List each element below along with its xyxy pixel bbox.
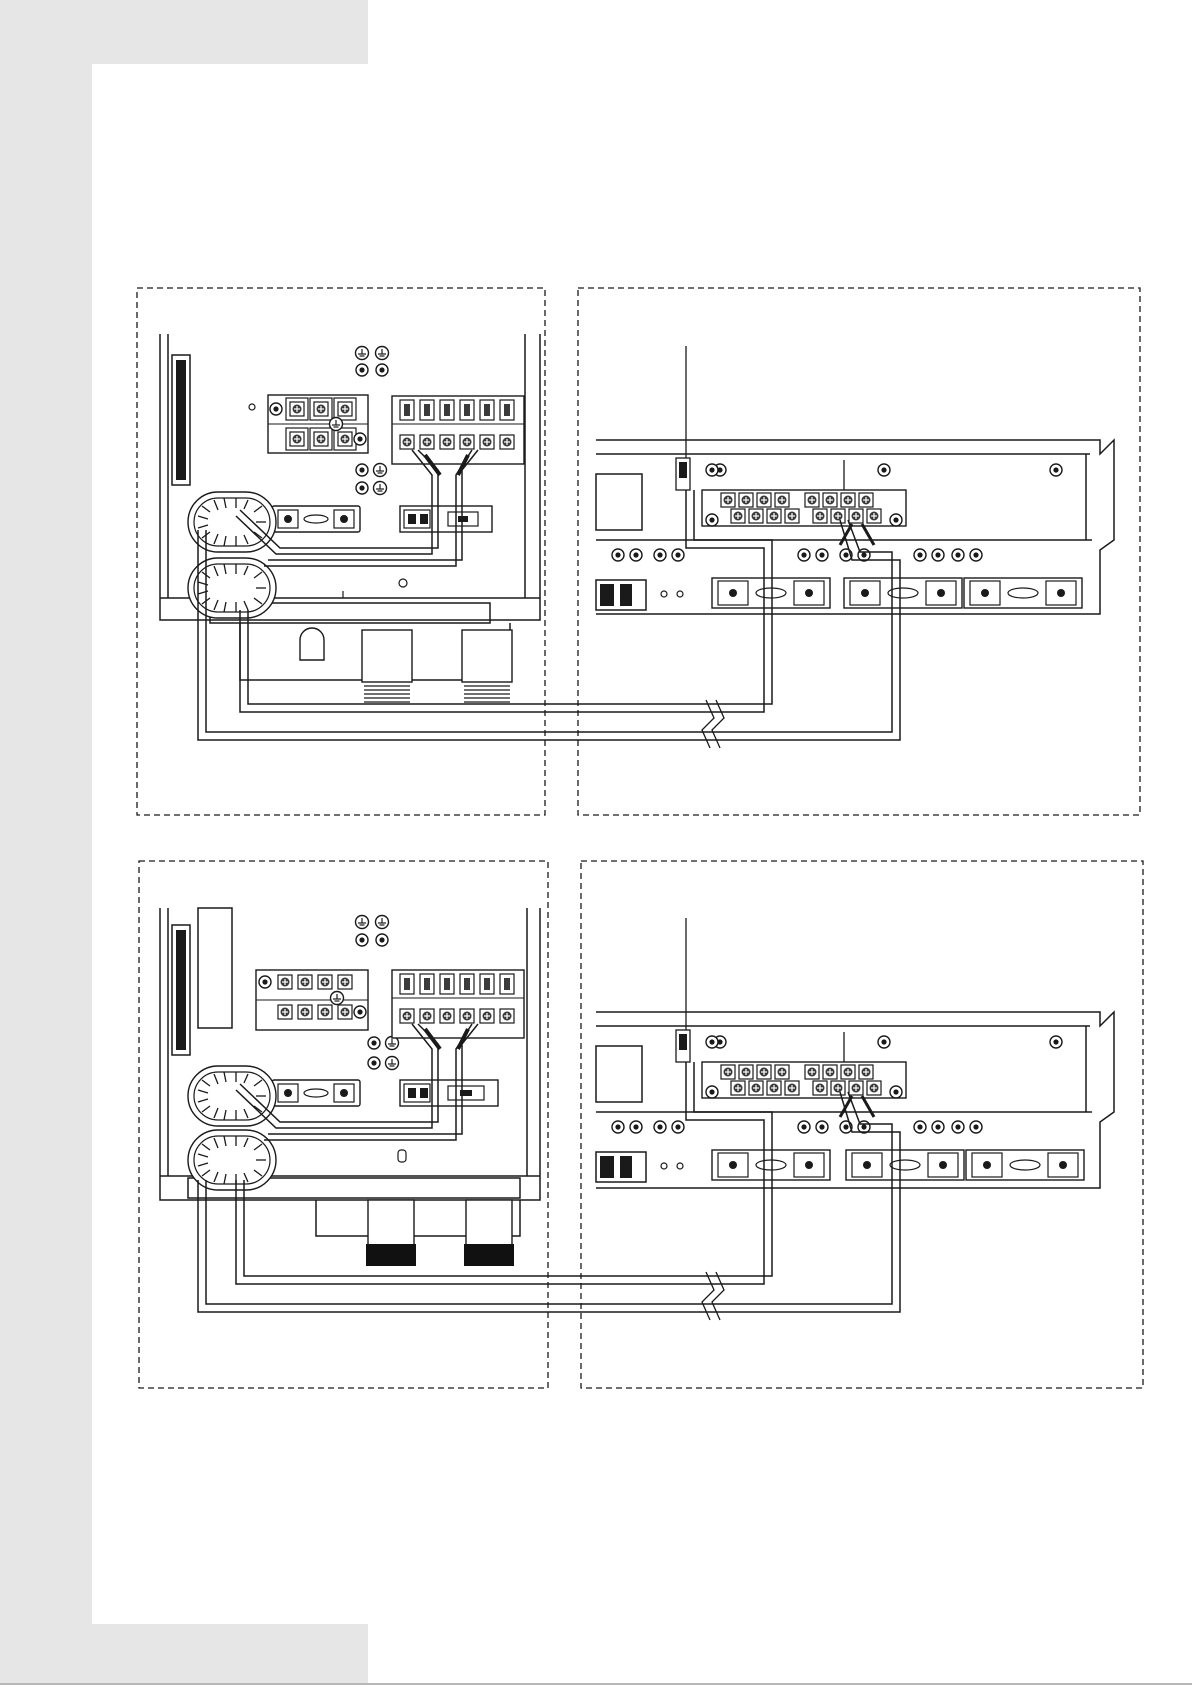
signal-terminal-strip <box>392 396 524 464</box>
power-terminal-block <box>256 970 368 1030</box>
outdoor-clamp-3 <box>964 578 1082 608</box>
cable-clamp-right <box>400 506 492 532</box>
outdoor-clamp-1 <box>712 1150 830 1180</box>
drain-connectors <box>300 628 512 702</box>
vent-upper <box>188 1066 276 1126</box>
vent-upper <box>188 492 276 552</box>
vent-lower <box>188 558 276 618</box>
drain-connectors <box>366 1200 514 1266</box>
cable-clamp-left <box>272 1080 360 1106</box>
cable-clamp-right <box>400 1080 498 1106</box>
panel-frame <box>139 861 548 1388</box>
indoor-wiring <box>198 1024 722 1312</box>
cable-break <box>712 700 724 748</box>
outdoor-terminal-block <box>702 490 906 526</box>
signal-terminal-strip <box>392 970 524 1038</box>
outdoor-clamp-1 <box>712 578 830 608</box>
power-terminal-block <box>268 395 368 453</box>
outdoor-unit-wiring-top <box>578 288 1140 815</box>
cable-break <box>712 1272 724 1320</box>
outdoor-wiring <box>686 490 900 740</box>
outdoor-clamp-2 <box>846 1150 964 1180</box>
outdoor-clamp-3 <box>966 1150 1084 1180</box>
indoor-wiring <box>198 450 722 740</box>
cable-clamp-left <box>272 506 360 532</box>
mounting-rail <box>176 930 186 1050</box>
outdoor-clamp-2 <box>844 578 962 608</box>
outdoor-wiring <box>686 1062 900 1312</box>
vent-lower <box>188 1130 276 1190</box>
outdoor-terminal-block <box>702 1062 906 1098</box>
mounting-rail <box>176 360 186 480</box>
outdoor-unit-wiring-bottom <box>581 861 1143 1388</box>
